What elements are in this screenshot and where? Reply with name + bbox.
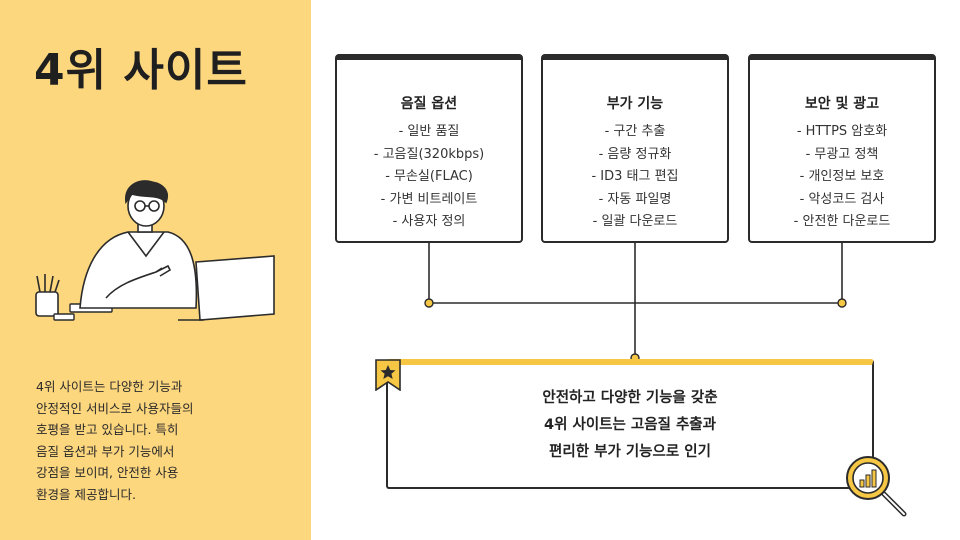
card-list: - 구간 추출 - 음량 정규화 - ID3 태그 편집 - 자동 파일명 - …: [543, 121, 727, 234]
card-sound-quality: 음질 옵션 - 일반 품질 - 고음질(320kbps) - 무손실(FLAC)…: [335, 54, 523, 243]
description-line: 호평을 받고 있습니다. 특히: [36, 422, 179, 437]
list-item: - 개인정보 보호: [799, 169, 885, 184]
card-security-ads: 보안 및 광고 - HTTPS 암호화 - 무광고 정책 - 개인정보 보호 -…: [748, 54, 936, 243]
summary-line: 4위 사이트는 고음질 추출과: [544, 417, 716, 433]
card-title: 보안 및 광고: [804, 96, 880, 112]
summary-line: 안전하고 다양한 기능을 갖춘: [542, 390, 718, 406]
pencil-cup-icon: [35, 274, 60, 317]
list-item: - 무광고 정책: [805, 146, 879, 162]
list-item: - 안전한 다운로드: [793, 214, 891, 229]
description-line: 강점을 보이며, 안전한 사용: [36, 465, 179, 480]
card-title: 부가 기능: [606, 96, 664, 112]
list-item: - 무손실(FLAC): [385, 169, 473, 184]
list-item: - 구간 추출: [604, 124, 666, 139]
list-item: - 일반 품질: [398, 124, 460, 139]
star-bookmark-icon: [375, 359, 401, 391]
connector-dot: [837, 298, 847, 308]
page-title: 4위 사이트: [34, 45, 248, 96]
description-line: 환경을 제공합니다.: [36, 486, 136, 502]
connector-dot: [424, 298, 434, 308]
list-item: - 고음질(320kbps): [373, 146, 485, 162]
list-item: - 가변 비트레이트: [380, 191, 478, 207]
list-item: - 일괄 다운로드: [592, 214, 678, 229]
list-item: - 자동 파일명: [598, 191, 672, 207]
list-item: - 음량 정규화: [598, 146, 672, 162]
summary-text: 안전하고 다양한 기능을 갖춘 4위 사이트는 고음질 추출과 편리한 부가 기…: [388, 385, 872, 466]
left-panel: 4위 사이트: [0, 0, 311, 540]
summary-line: 편리한 부가 기능으로 인기: [549, 444, 711, 460]
summary-box: 안전하고 다양한 기능을 갖춘 4위 사이트는 고음질 추출과 편리한 부가 기…: [386, 359, 874, 489]
list-item: - HTTPS 암호화: [796, 124, 888, 139]
description: 4위 사이트는 다양한 기능과 안정적인 서비스로 사용자들의 호평을 받고 있…: [36, 376, 226, 505]
description-line: 음질 옵션과 부가 기능에서: [36, 443, 175, 459]
list-item: - 악성코드 검사: [799, 191, 885, 207]
person-at-laptop-illustration: [35, 180, 275, 321]
card-list: - HTTPS 암호화 - 무광고 정책 - 개인정보 보호 - 악성코드 검사…: [750, 121, 934, 234]
magnifier-chart-icon: [846, 456, 907, 517]
card-extra-features: 부가 기능 - 구간 추출 - 음량 정규화 - ID3 태그 편집 - 자동 …: [541, 54, 729, 243]
description-line: 4위 사이트는 다양한 기능과: [36, 379, 183, 394]
card-title: 음질 옵션: [400, 96, 458, 112]
card-list: - 일반 품질 - 고음질(320kbps) - 무손실(FLAC) - 가변 …: [337, 121, 521, 234]
description-line: 안정적인 서비스로 사용자들의: [36, 400, 194, 416]
list-item: - 사용자 정의: [392, 214, 466, 229]
list-item: - ID3 태그 편집: [591, 169, 679, 184]
